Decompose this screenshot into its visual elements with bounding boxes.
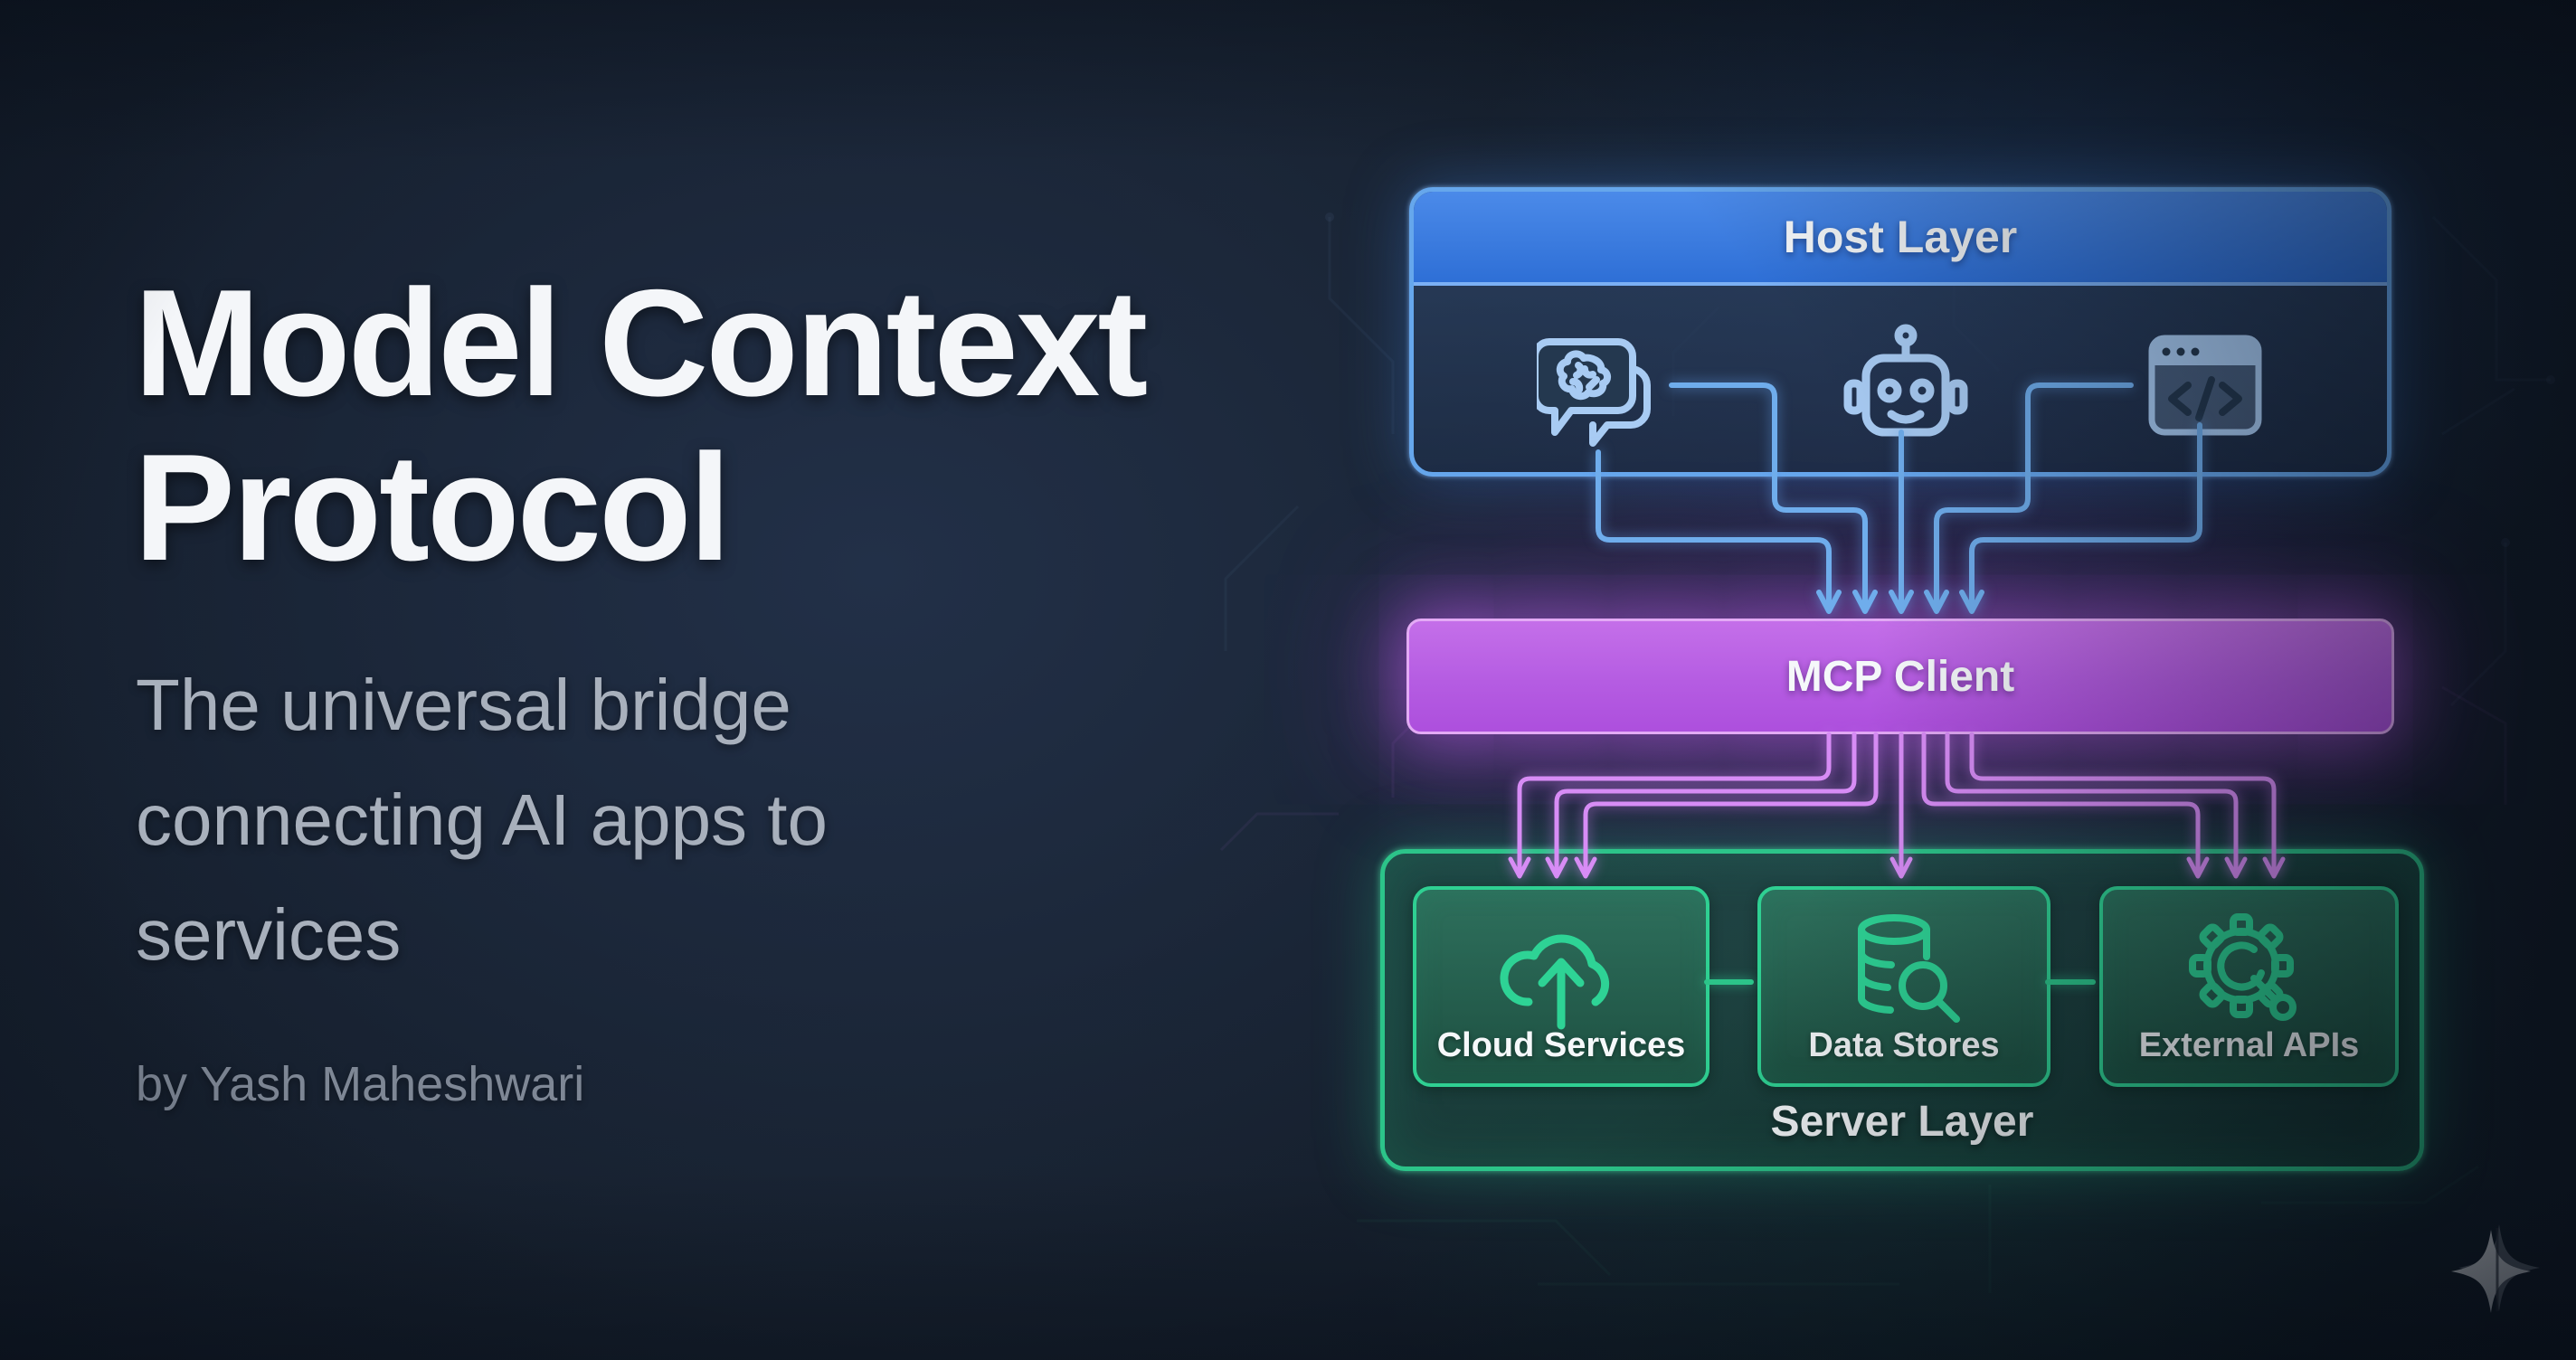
code-window-icon (2148, 335, 2262, 436)
database-search-icon (1857, 914, 1960, 1023)
server-box-cloud-services: Cloud Services (1413, 886, 1709, 1087)
data-stores-label: Data Stores (1808, 1026, 2000, 1064)
title-line-2: Protocol (134, 422, 731, 592)
gear-api-icon (2188, 913, 2297, 1021)
subtitle-line-2: connecting AI apps to (136, 779, 828, 860)
robot-icon (1843, 324, 1968, 437)
server-box-data-stores: Data Stores (1757, 886, 2050, 1087)
title-line-1: Model Context (134, 258, 1148, 428)
mcp-client-box: MCP Client (1406, 619, 2394, 734)
byline: by Yash Maheshwari (136, 1057, 585, 1111)
host-layer-label: Host Layer (1783, 212, 2018, 262)
page-title: Model Context Protocol (134, 258, 1148, 592)
cloud-upload-icon (1500, 934, 1610, 1030)
subtitle-line-1: The universal bridge (136, 665, 791, 745)
sparkle-logo (2451, 1224, 2540, 1313)
host-layer-header: Host Layer (1414, 192, 2387, 286)
server-layer-label: Server Layer (1770, 1098, 2034, 1146)
page-subtitle: The universal bridge connecting AI apps … (136, 647, 828, 992)
subtitle-line-3: services (136, 894, 402, 975)
mcp-client-label: MCP Client (1785, 652, 2015, 701)
server-layer-box: Cloud Services Data Stores (1380, 849, 2424, 1171)
cloud-services-label: Cloud Services (1436, 1026, 1686, 1064)
external-apis-label: External APIs (2138, 1026, 2360, 1064)
server-box-external-apis: External APIs (2099, 886, 2399, 1087)
host-layer-box: Host Layer (1409, 187, 2391, 477)
chat-brain-icon (1537, 338, 1651, 447)
